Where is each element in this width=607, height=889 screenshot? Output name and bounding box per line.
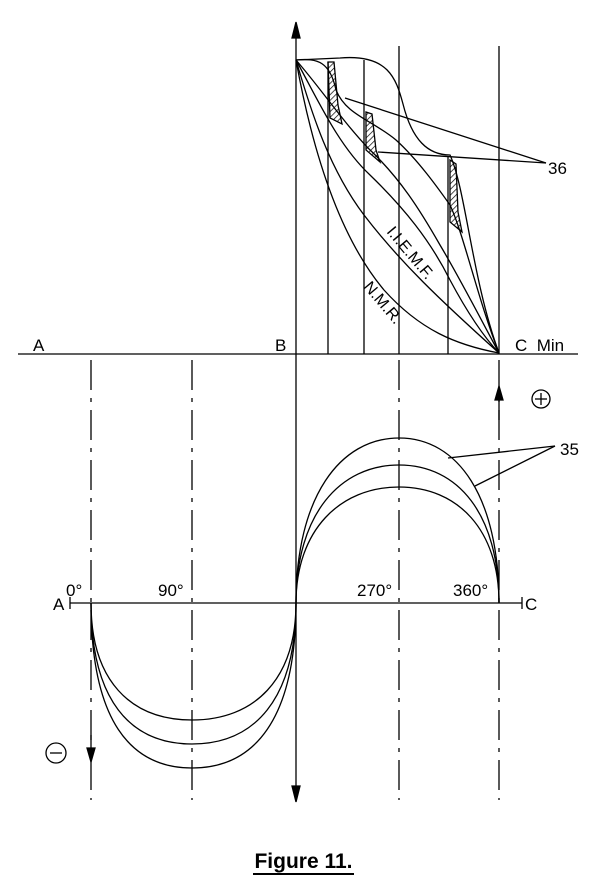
label-90-deg: 90° bbox=[158, 581, 184, 600]
plus-arrow-head bbox=[494, 383, 504, 401]
figure-caption-text: Figure 11. bbox=[253, 850, 354, 875]
leader-36 bbox=[344, 97, 547, 164]
label-360-deg: 360° bbox=[453, 581, 488, 600]
plus-circle bbox=[531, 389, 551, 409]
positive-curve-2 bbox=[295, 464, 500, 604]
label-nmr: N.M.R. bbox=[360, 279, 405, 328]
axis-arrow-down bbox=[291, 785, 301, 803]
figure-caption: Figure 11. bbox=[0, 850, 607, 875]
negative-curve-3 bbox=[90, 602, 297, 769]
negative-curve-1 bbox=[90, 602, 297, 721]
leader-35 bbox=[474, 445, 556, 487]
label-c-min: C Min bbox=[515, 336, 564, 355]
label-a-top: A bbox=[33, 336, 45, 355]
nmr-curve bbox=[295, 59, 500, 354]
ref-35: 35 bbox=[560, 440, 579, 459]
label-a-bottom: A bbox=[53, 595, 65, 614]
label-iiemf: I.I.E.M.F. bbox=[383, 224, 437, 283]
hatch-wedge bbox=[327, 61, 343, 126]
minus-arrow-head bbox=[86, 747, 96, 765]
label-0-deg: 0° bbox=[66, 581, 82, 600]
outer-curve bbox=[295, 56, 500, 354]
leader-35 bbox=[447, 445, 556, 459]
curve-5 bbox=[295, 59, 500, 354]
label-c-bottom: C bbox=[525, 595, 537, 614]
negative-curve-2 bbox=[90, 602, 297, 745]
label-270-deg: 270° bbox=[357, 581, 392, 600]
leader-36 bbox=[377, 151, 547, 164]
positive-curve-1 bbox=[295, 486, 500, 604]
label-b-top: B bbox=[275, 336, 286, 355]
ref-36: 36 bbox=[548, 159, 567, 178]
curve-4 bbox=[295, 59, 500, 354]
positive-curve-3 bbox=[295, 437, 500, 604]
hatch-wedge bbox=[449, 158, 463, 234]
hatch-wedge bbox=[365, 111, 382, 165]
minus-circle bbox=[45, 742, 67, 764]
axis-arrow-up bbox=[291, 21, 301, 39]
